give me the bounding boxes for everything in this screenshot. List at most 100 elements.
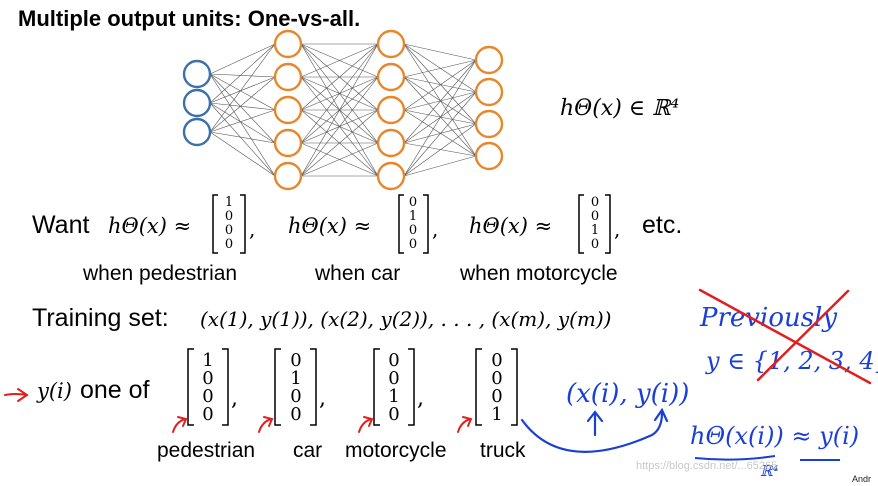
- network-edge: [209, 109, 276, 133]
- svg-text:1: 1: [491, 404, 502, 425]
- hidden-node: [376, 62, 406, 92]
- label-vector-car: 0 1 0 0 , car: [274, 348, 326, 462]
- network-edge: [403, 76, 477, 157]
- svg-text:0: 0: [225, 209, 233, 224]
- hidden-node: [273, 62, 303, 92]
- svg-text:0: 0: [225, 223, 233, 238]
- want-item-pedestrian: hΘ(x) ≈ 1 0 0 0 , when pedestrian: [82, 194, 255, 285]
- svg-text:1: 1: [388, 386, 399, 407]
- label-vector-motorcycle: 0 0 1 0 , motorcycle: [345, 348, 447, 462]
- hidden-node: [273, 128, 303, 158]
- svg-text:,: ,: [614, 217, 620, 241]
- network-edge: [209, 73, 276, 144]
- caption-when-car: when car: [314, 262, 400, 285]
- hidden-node: [273, 29, 303, 59]
- network-edge: [403, 123, 477, 177]
- watermark: https://blog.csdn.net/...65265: [636, 460, 777, 472]
- svg-text:hΘ(x) ≈: hΘ(x) ≈: [288, 214, 371, 238]
- svg-text:,: ,: [249, 217, 255, 241]
- want-item-car: hΘ(x) ≈ 0 1 0 0 , when car: [288, 194, 438, 285]
- author-credit: Andr: [852, 474, 871, 484]
- network-edge: [209, 102, 276, 177]
- network-edge: [403, 109, 477, 125]
- svg-text:0: 0: [409, 237, 417, 252]
- input-node: [182, 59, 212, 89]
- output-node: [474, 77, 504, 107]
- svg-text:1: 1: [290, 368, 301, 389]
- network-edge: [300, 109, 379, 177]
- network-edge: [403, 155, 477, 177]
- network-edge: [403, 43, 477, 61]
- note-approx: hΘ(x(i)) ≈ y(i): [690, 422, 859, 450]
- network-edge: [403, 59, 477, 177]
- svg-text:1: 1: [409, 209, 417, 224]
- svg-text:,: ,: [231, 386, 238, 411]
- svg-text:0: 0: [409, 195, 417, 210]
- network-edge: [209, 102, 276, 111]
- svg-text:0: 0: [591, 195, 599, 210]
- network-edge: [403, 109, 477, 157]
- network-edge: [209, 73, 276, 177]
- want-label: Want: [32, 211, 89, 239]
- network-edge: [403, 76, 477, 125]
- svg-text:0: 0: [409, 223, 417, 238]
- network-edge: [403, 142, 477, 157]
- svg-text:hΘ(x) ∈ ℝ⁴: hΘ(x) ∈ ℝ⁴: [560, 96, 679, 121]
- caption-motorcycle: motorcycle: [345, 439, 447, 462]
- network-edge: [403, 43, 477, 157]
- svg-text:0: 0: [491, 386, 502, 407]
- hypothesis-expression: hΘ(x) ∈ ℝ⁴: [560, 96, 679, 121]
- svg-text:hΘ(x) ≈: hΘ(x) ≈: [108, 214, 191, 238]
- network-edge: [403, 91, 477, 111]
- svg-text:0: 0: [202, 368, 213, 389]
- svg-text:0: 0: [290, 350, 301, 371]
- network-edge: [300, 76, 379, 177]
- network-edge: [300, 142, 379, 177]
- caption-when-pedestrian: when pedestrian: [82, 262, 237, 285]
- hidden-node: [376, 29, 406, 59]
- svg-text:0: 0: [388, 404, 399, 425]
- caption-pedestrian: pedestrian: [157, 439, 255, 462]
- network-edge: [209, 131, 276, 144]
- red-handwritten-arrows: [4, 388, 473, 433]
- svg-text:0: 0: [388, 350, 399, 371]
- slide-title: Multiple output units: One-vs-all.: [18, 6, 360, 31]
- svg-text:,: ,: [432, 217, 438, 241]
- network-edge: [209, 131, 276, 177]
- note-underline: [694, 455, 840, 461]
- network-edge: [403, 91, 477, 177]
- label-vector-truck: 0 0 0 1 truck: [475, 348, 526, 462]
- network-edge: [403, 43, 477, 125]
- svg-text:0: 0: [388, 368, 399, 389]
- network-edge: [209, 43, 276, 75]
- output-node: [474, 109, 504, 139]
- network-edge: [403, 59, 477, 144]
- training-set-expression: (x(1), y(1)), (x(2), y(2)), . . . , (x(m…: [200, 307, 611, 331]
- one-of-label: one of: [80, 376, 150, 404]
- svg-text:0: 0: [591, 209, 599, 224]
- handwritten-notes: Previously y ∈ {1, 2, 3, 4} (x(i), y(i))…: [520, 288, 878, 480]
- want-etc: etc.: [642, 211, 682, 239]
- network-edge: [300, 43, 379, 144]
- note-pair: (x(i), y(i)): [566, 379, 689, 409]
- network-edge: [300, 43, 379, 78]
- caption-truck: truck: [480, 439, 526, 462]
- network-edge: [209, 76, 276, 133]
- output-node: [474, 45, 504, 75]
- svg-text:,: ,: [417, 386, 424, 411]
- neural-network-diagram: [182, 29, 504, 191]
- network-edge: [209, 73, 276, 111]
- hidden-node: [273, 95, 303, 125]
- svg-text:0: 0: [202, 404, 213, 425]
- svg-text:1: 1: [225, 195, 233, 210]
- network-edge: [209, 73, 276, 78]
- svg-text:0: 0: [202, 386, 213, 407]
- hidden-node: [376, 128, 406, 158]
- note-space: ℝ⁴: [760, 462, 778, 480]
- hidden-node: [376, 95, 406, 125]
- note-old-labels: y ∈ {1, 2, 3, 4}: [705, 347, 878, 375]
- svg-text:1: 1: [202, 350, 213, 371]
- hidden-node: [273, 161, 303, 191]
- hidden-node: [376, 161, 406, 191]
